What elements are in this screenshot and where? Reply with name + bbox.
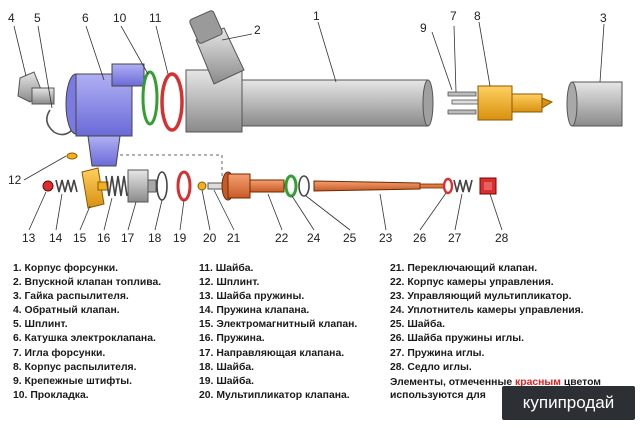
part-14-valve-spring xyxy=(55,179,78,193)
callout-8: 8 xyxy=(474,9,481,23)
legend-item-22: 22. Корпус камеры управления. xyxy=(390,277,554,289)
part-20-valve-multiplier xyxy=(197,181,207,191)
callout-16: 16 xyxy=(97,231,111,245)
part-24-control-chamber-seal xyxy=(284,174,298,198)
assembly-guide-line xyxy=(120,154,223,176)
legend-item-11: 11. Шайба. xyxy=(199,263,254,274)
legend-item-9: 9. Крепежные штифты. xyxy=(13,375,133,387)
legend-item-10: 10. Прокладка. xyxy=(13,389,89,401)
callout-18: 18 xyxy=(148,231,162,245)
callout-25: 25 xyxy=(343,231,357,245)
legend-item-5: 5. Шплинт. xyxy=(13,319,68,331)
kupiprodai-watermark: купипродай xyxy=(502,386,635,420)
legend-item-24: 24. Уплотнитель камеры управления. xyxy=(390,305,584,317)
part-6-solenoid-coil xyxy=(65,63,145,167)
callout-11: 11 xyxy=(149,11,162,25)
legend-item-8: 8. Корпус распылителя. xyxy=(13,361,137,373)
part-22-control-chamber-body xyxy=(221,171,285,201)
callout-21: 21 xyxy=(227,231,241,245)
callout-6: 6 xyxy=(82,11,89,25)
legend-column-2: 11. Шайба. 12. Шплинт. 13. Шайба пружины… xyxy=(199,262,357,403)
part-3-nozzle-nut xyxy=(566,81,623,127)
legend-item-7: 7. Игла форсунки. xyxy=(13,347,106,359)
part-15-solenoid-valve xyxy=(81,167,109,209)
callout-5: 5 xyxy=(34,11,41,25)
part-25-washer xyxy=(298,175,310,197)
callout-23: 23 xyxy=(379,231,393,245)
part-13-spring-washer xyxy=(42,180,54,192)
legend-item-28: 28. Седло иглы. xyxy=(390,361,472,373)
note-text-after: цветом используются для xyxy=(390,377,601,401)
callout-13: 13 xyxy=(22,231,36,245)
legend-item-4: 4. Обратный клапан. xyxy=(13,305,120,317)
callout-20: 20 xyxy=(203,231,217,245)
legend-item-15: 15. Электромагнитный клапан. xyxy=(199,319,358,331)
part-23-control-multiplier xyxy=(313,180,445,192)
part-11-washer xyxy=(160,72,184,132)
part-27-needle-spring xyxy=(453,179,473,193)
callout-26: 26 xyxy=(413,231,427,245)
legend-item-26: 26. Шайба пружины иглы. xyxy=(390,333,525,345)
part-18-washer xyxy=(156,171,168,201)
part-9-pins xyxy=(447,91,477,115)
callout-19: 19 xyxy=(173,231,187,245)
legend-item-17: 17. Направляющая клапана. xyxy=(199,347,345,359)
callout-24: 24 xyxy=(307,231,321,245)
injector-exploded-diagram: 4 5 6 10 11 2 1 7 8 9 3 12 13 14 15 16 1… xyxy=(8,9,623,245)
part-26-needle-spring-washer xyxy=(442,177,454,195)
legend-column-3: 21. Переключающий клапан. 22. Корпус кам… xyxy=(390,262,584,375)
legend-item-23: 23. Управляющий мультипликатор. xyxy=(390,291,572,303)
part-4-return-valve xyxy=(17,71,55,105)
red-elements-note: Элементы, отмеченные красным цветом испо… xyxy=(390,376,640,402)
callout-3: 3 xyxy=(600,11,607,25)
part-28-needle-seat xyxy=(479,177,497,195)
note-text-before: Элементы, отмеченные xyxy=(390,377,516,388)
callout-1: 1 xyxy=(313,9,320,23)
legend-item-27: 27. Пружина иглы. xyxy=(390,347,485,359)
callout-10: 10 xyxy=(113,11,127,25)
legend-item-6: 6. Катушка электроклапана. xyxy=(13,333,156,345)
part-19-washer xyxy=(176,170,192,202)
callout-numbers: 4 5 6 10 11 2 1 7 8 9 3 12 13 14 15 16 1… xyxy=(8,9,607,245)
legend-item-25: 25. Шайба. xyxy=(390,319,446,331)
legend-item-12: 12. Шплинт. xyxy=(199,277,260,289)
legend-item-19: 19. Шайба. xyxy=(199,375,255,387)
callout-28: 28 xyxy=(495,231,509,245)
note-text-red: красным xyxy=(515,377,561,388)
callout-2: 2 xyxy=(254,23,261,37)
part-2-fuel-inlet xyxy=(189,10,245,85)
legend-item-21: 21. Переключающий клапан. xyxy=(390,263,538,274)
callout-15: 15 xyxy=(73,231,87,245)
callout-leaders xyxy=(13,21,605,231)
legend-column-1: 1. Корпус форсунки. 2. Впускной клапан т… xyxy=(13,262,161,403)
legend-item-1: 1. Корпус форсунки. xyxy=(13,263,119,274)
legend-item-3: 3. Гайка распылителя. xyxy=(13,291,129,303)
part-12-clip xyxy=(66,152,78,160)
callout-17: 17 xyxy=(121,231,135,245)
callout-14: 14 xyxy=(49,231,63,245)
legend-item-16: 16. Пружина. xyxy=(199,333,265,345)
part-10-gasket xyxy=(141,70,159,126)
callout-7: 7 xyxy=(450,9,457,23)
legend-item-2: 2. Впускной клапан топлива. xyxy=(13,277,162,289)
legend-item-20: 20. Мультипликатор клапана. xyxy=(199,389,350,401)
callout-9: 9 xyxy=(420,21,427,35)
part-1-injector-body xyxy=(185,69,434,133)
part-16-spring xyxy=(105,175,128,197)
callout-12: 12 xyxy=(8,173,22,187)
part-8-nozzle-body xyxy=(477,85,554,121)
part-17-valve-guide xyxy=(127,169,157,203)
legend-item-14: 14. Пружина клапана. xyxy=(199,305,310,317)
callout-27: 27 xyxy=(448,231,462,245)
legend-item-18: 18. Шайба. xyxy=(199,361,255,373)
legend-item-13: 13. Шайба пружины. xyxy=(199,291,305,303)
callout-22: 22 xyxy=(275,231,289,245)
callout-4: 4 xyxy=(8,11,15,25)
